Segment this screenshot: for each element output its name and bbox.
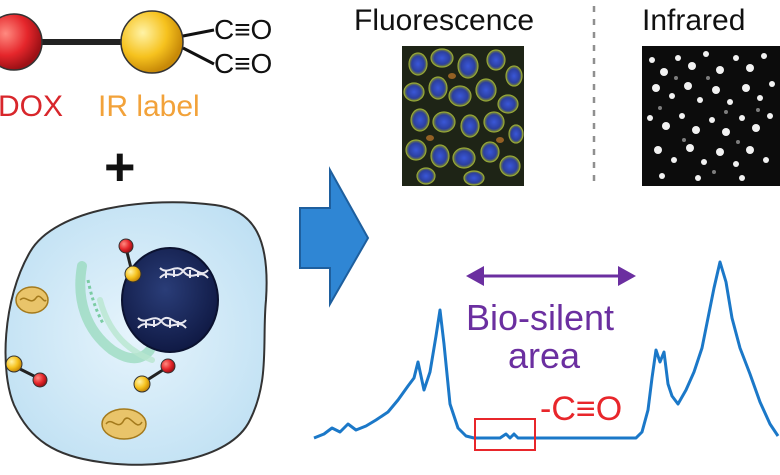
bio-silent-area-label: area [508, 335, 581, 376]
fluorescence-image [402, 46, 524, 186]
dna-helix-icon [137, 317, 187, 329]
carbonyl-peak-highlight-box [474, 418, 536, 451]
infrared-label: Infrared [642, 4, 746, 37]
bio-silent-label: Bio-silent [466, 297, 615, 338]
carbonyl-label-2: C≡O [214, 48, 273, 79]
ribosome-dots [86, 279, 106, 326]
molecule-group [0, 10, 215, 74]
ir-spectrum-line [313, 260, 780, 440]
process-arrow-icon [299, 166, 370, 308]
infrared-image [642, 46, 780, 186]
carbonyl-peak-label: -C≡O [540, 390, 623, 428]
mitochondrion-icon [101, 408, 147, 440]
labeled-drug-molecule-icon [5, 355, 48, 388]
mitochondrion-icon [15, 286, 49, 314]
labeled-drug-molecule-icon [118, 238, 142, 283]
dox-label: DOX [0, 90, 64, 123]
cell-illustration [4, 201, 268, 466]
nucleus [121, 247, 219, 353]
fluorescence-label: Fluorescence [354, 4, 535, 37]
ir-label-sphere-icon [120, 10, 184, 74]
golgi-structure [97, 297, 155, 363]
plus-sign: + [104, 137, 136, 197]
carbonyl-label-1: C≡O [214, 14, 273, 45]
carbonyl-bond-2 [182, 46, 215, 66]
bio-silent-range-arrow-icon [466, 266, 636, 286]
ir-label-text: IR label [98, 90, 200, 123]
carbonyl-bond-1 [182, 28, 215, 38]
dox-sphere-icon [0, 13, 43, 71]
labeled-drug-molecule-icon [133, 358, 176, 393]
dna-helix-icon [159, 267, 209, 279]
